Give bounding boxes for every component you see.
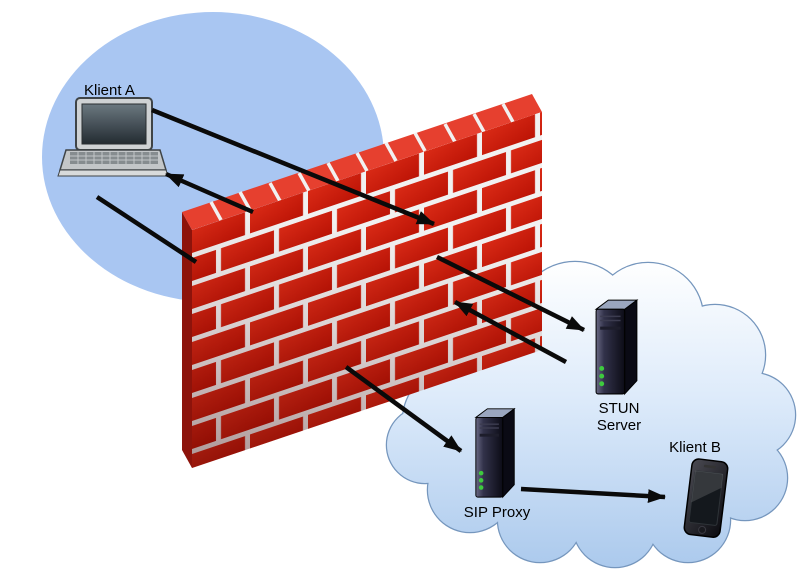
laptop-icon xyxy=(57,97,169,177)
server-tower-icon-stun xyxy=(595,299,638,395)
arrow-sipproxy-to-klientb xyxy=(520,486,666,504)
arrow-klienta-to-firewall-lower xyxy=(95,195,198,264)
firewall-brick-wall xyxy=(182,94,542,468)
arrow-firewall-to-klienta xyxy=(165,171,254,215)
flow-arrows xyxy=(95,107,666,504)
label-klient-b: Klient B xyxy=(669,439,721,456)
arrow-firewall-to-stun xyxy=(435,254,586,333)
label-klient-a: Klient A xyxy=(84,82,135,99)
arrow-klienta-to-firewall-upper xyxy=(151,107,435,227)
arrow-stun-to-firewall xyxy=(453,300,568,364)
label-sip-proxy: SIP Proxy xyxy=(463,504,531,521)
label-stun-server: STUN Server xyxy=(596,400,642,434)
smartphone-icon xyxy=(683,458,729,538)
server-tower-icon-sip xyxy=(475,408,515,498)
arrow-firewall-to-sipproxy xyxy=(344,365,463,453)
